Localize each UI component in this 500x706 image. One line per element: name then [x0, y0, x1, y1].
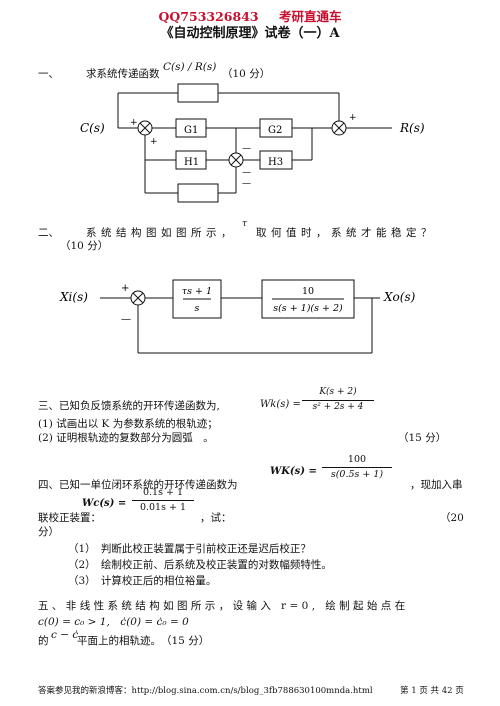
q1-sign-2: + [150, 137, 158, 147]
q3-item-2: (2) 证明根轨迹的复数部分为圆弧 。 [38, 432, 214, 444]
q1-output-label: C(s) [80, 121, 105, 135]
q4-wk-denominator: s(0.5s + 1) [330, 469, 384, 480]
q4-wc-numerator: 0.1s + 1 [142, 487, 184, 498]
q5-condition: c(0) = c₀ > 1, ċ(0) = ċ₀ = 0 [38, 616, 189, 628]
q2-minus-sign: — [121, 314, 131, 325]
q1-score: （10 分） [222, 68, 271, 80]
page-title: 《自动控制原理》试卷（一）A [160, 26, 340, 41]
q4-text: 四、已知一单位闭环系统的开环传递函数为 [38, 479, 238, 491]
q2-block2-denominator: s(s + 1)(s + 2) [273, 303, 343, 314]
q1-sign-6: — [242, 179, 251, 189]
q4-wk-lhs: WK(s) = [270, 466, 317, 477]
footer-blog-link[interactable]: 答案参见我的新浪博客：http://blog.sina.com.cn/s/blo… [38, 686, 373, 696]
q2-block-diagram: Xi(s) Xo(s) + — τs + 1 s 10 s(s + 1)(s +… [59, 279, 416, 354]
q4-text4: ，试： [200, 512, 232, 524]
q1-block-h1: H1 [184, 157, 199, 168]
q2-score: （10 分） [60, 240, 109, 252]
footer-page-number: 第 1 页 共 42 页 [400, 686, 464, 696]
q1-block-diagram: C(s) R(s) G1 G2 H1 H3 + + + — — — [80, 83, 425, 203]
q1-block-g2: G2 [268, 125, 282, 136]
q1-number: 一、 [38, 68, 59, 80]
q3-tf-numerator: K(s + 2) [319, 387, 357, 397]
q2-text: 系统结构图如图所示， [86, 227, 236, 239]
q2-tau: τ [242, 219, 247, 229]
q2-plus-sign: + [121, 283, 129, 294]
q1-formula: C(s) / R(s) [163, 61, 217, 73]
q4-wc-fraction-bar [132, 500, 194, 501]
q1-block-h3: H3 [268, 157, 283, 168]
q5-text2a: 的 [38, 635, 49, 647]
q5-text2c: 平面上的相轨迹。 （15 分） [77, 635, 210, 647]
q3-tf-denominator: s² + 2s + 4 [312, 402, 364, 412]
q3-item-1: (1) 试画出以 K 为参数系统的根轨迹； [38, 418, 218, 430]
q3-tf-lhs: Wk(s) = [260, 399, 301, 410]
q2-input-label: Xi(s) [59, 290, 88, 304]
q3-score: （15 分） [398, 432, 447, 444]
q4-text2: ，现加入串 [410, 479, 463, 491]
q4-item-2: （2） 绘制校正前、后系统及校正装置的对数幅频特性。 [68, 559, 332, 571]
q4-item-3: （3） 计算校正后的相位裕量。 [68, 575, 217, 587]
q4-wc-lhs: Wc(s) = [82, 498, 127, 509]
q2-number: 二、 [38, 227, 59, 239]
q5-text: 五、非线性系统结构如图所示，设输入 r=0, 绘制起始点在 [38, 600, 409, 612]
q2-text2: 取何值时，系统才能稳定？ [256, 227, 436, 239]
q2-output-label: Xo(s) [383, 290, 416, 304]
q1-block-g1: G1 [184, 125, 198, 136]
q2-block2-numerator: 10 [302, 286, 314, 297]
q3-fraction-bar [302, 400, 374, 401]
q4-score-b: 分） [38, 526, 59, 538]
q1-input-label: R(s) [399, 121, 425, 135]
q4-item-1: （1） 判断此校正装置属于引前校正还是迟后校正？ [68, 543, 311, 555]
header-qq: QQ753326843 [158, 9, 259, 24]
q4-text3: 联校正装置： [38, 512, 101, 524]
header-brand: 考研直通车 [278, 9, 342, 24]
header-banner: QQ753326843 考研直通车 [0, 6, 500, 25]
q1-sign-4: — [242, 144, 251, 154]
q1-text: 求系统传递函数 [86, 68, 160, 80]
q1-sign-1: + [130, 118, 138, 128]
q5-text2b: c − ċ [51, 629, 79, 641]
q4-wk-fraction-bar [322, 467, 392, 468]
q4-score-a: （20 [440, 512, 464, 524]
q1-sign-5: — [242, 168, 251, 178]
q4-wc-denominator: 0.01s + 1 [139, 502, 187, 513]
q4-wk-numerator: 100 [347, 454, 367, 465]
q2-block1-denominator: s [195, 303, 200, 314]
q1-sign-3: + [349, 113, 357, 123]
q3-text: 三、已知负反馈系统的开环传递函数为, [38, 400, 220, 412]
q2-block1-numerator: τs + 1 [182, 286, 212, 297]
